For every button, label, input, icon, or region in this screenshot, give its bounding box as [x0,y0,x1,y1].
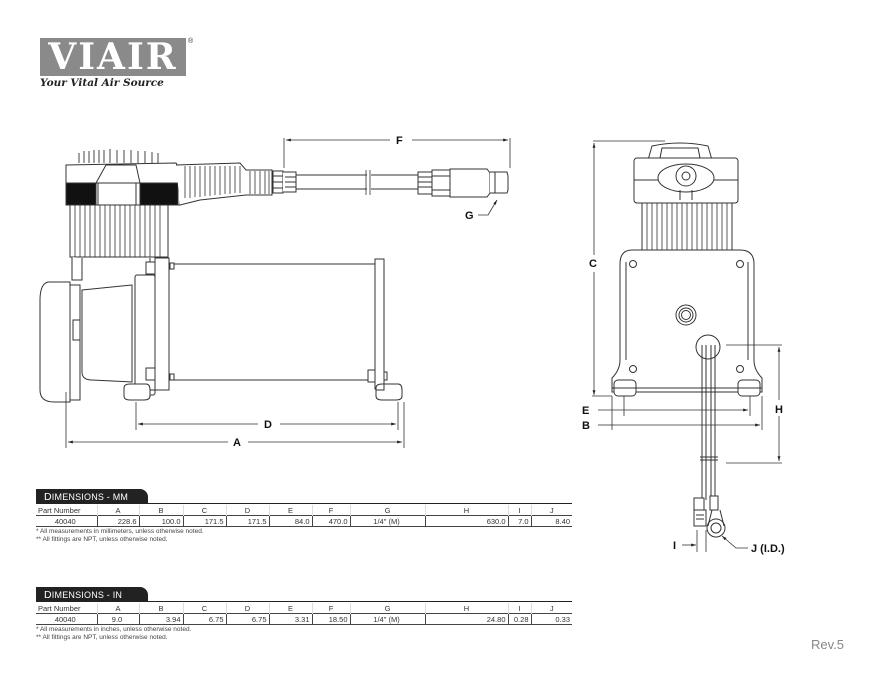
cell-j: 0.33 [530,613,572,625]
logo-wordmark: VIAIR [40,38,186,76]
cell-b: 100.0 [138,515,183,527]
header-c: C [182,603,226,614]
cell-part-number: 40040 [36,613,97,625]
cell-h: 630.0 [424,515,508,527]
cell-part-number: 40040 [36,515,97,527]
divider [36,601,572,602]
dim-label-i: I [673,540,676,552]
cell-e: 84.0 [268,515,312,527]
dimensions-in-notes: * All measurements in inches, unless oth… [36,626,191,642]
cell-i: 7.0 [507,515,531,527]
cell-e: 3.31 [268,613,312,625]
table-header-row: Part Number A B C D E F G H I J [36,505,572,516]
header-b: B [138,505,183,516]
header-f: F [311,603,350,614]
header-e: E [268,505,312,516]
logo-tagline: Your Vital Air Source [40,77,164,89]
header-part-number: Part Number [38,505,81,515]
end-view [611,142,763,538]
dim-label-a: A [233,437,241,449]
header-a: A [96,603,139,614]
dim-label-j: J (I.D.) [751,543,785,555]
side-view-dimensions [65,138,511,448]
dim-label-h: H [775,404,783,416]
header-part-number: Part Number [38,603,81,613]
dim-label-d: D [264,419,272,431]
note-measurements: * All measurements in millimeters, unles… [36,528,204,535]
table-header-row: Part Number A B C D E F G H I J [36,603,572,614]
note-fittings: ** All fittings are NPT, unless otherwis… [36,536,168,543]
table-row: 40040 228.6 100.0 171.5 171.5 84.0 470.0… [36,515,572,527]
header-a: A [96,505,139,516]
header-d: D [225,603,269,614]
viair-logo: VIAIR ® Your Vital Air Source [40,38,194,90]
dim-label-e: E [582,405,589,417]
dimensions-mm-notes: * All measurements in millimeters, unles… [36,528,204,544]
dimensions-in-title: DIMENSIONS - IN [36,587,148,602]
header-i: I [507,603,531,614]
header-e: E [268,603,312,614]
revision-label: Rev.5 [811,637,844,652]
cell-g: 1/4" (M) [349,515,425,527]
header-b: B [138,603,183,614]
divider [36,503,572,504]
header-f: F [311,505,350,516]
cell-f: 18.50 [311,613,350,625]
note-fittings: ** All fittings are NPT, unless otherwis… [36,634,168,641]
cell-i: 0.28 [507,613,531,625]
dimensions-mm-table: Part Number A B C D E F G H I J 40040 22… [36,505,572,527]
cell-f: 470.0 [311,515,350,527]
table-row: 40040 9.0 3.94 6.75 6.75 3.31 18.50 1/4"… [36,613,572,625]
cell-a: 9.0 [96,613,139,625]
header-j: J [530,603,572,614]
side-view [39,149,509,403]
cell-c: 171.5 [182,515,226,527]
dim-label-f: F [396,135,403,147]
cell-h: 24.80 [424,613,508,625]
header-g: G [349,505,425,516]
cell-c: 6.75 [182,613,226,625]
header-d: D [225,505,269,516]
header-j: J [530,505,572,516]
cell-d: 6.75 [225,613,269,625]
registered-mark: ® [188,38,194,45]
cell-b: 3.94 [138,613,183,625]
cell-j: 8.40 [530,515,572,527]
header-c: C [182,505,226,516]
end-view-dimensions [592,140,782,552]
cell-d: 171.5 [225,515,269,527]
dim-label-c: C [589,258,597,270]
header-h: H [424,505,508,516]
cell-a: 228.6 [96,515,139,527]
header-h: H [424,603,508,614]
header-i: I [507,505,531,516]
note-measurements: * All measurements in inches, unless oth… [36,626,192,633]
cell-g: 1/4" (M) [349,613,425,625]
head-fins-icon [78,149,159,163]
header-g: G [349,603,425,614]
dimensions-mm-title: DIMENSIONS - MM [36,489,148,504]
dim-label-b: B [582,420,590,432]
dim-label-g: G [465,210,474,222]
dimensions-in-table: Part Number A B C D E F G H I J 40040 9.… [36,603,572,625]
